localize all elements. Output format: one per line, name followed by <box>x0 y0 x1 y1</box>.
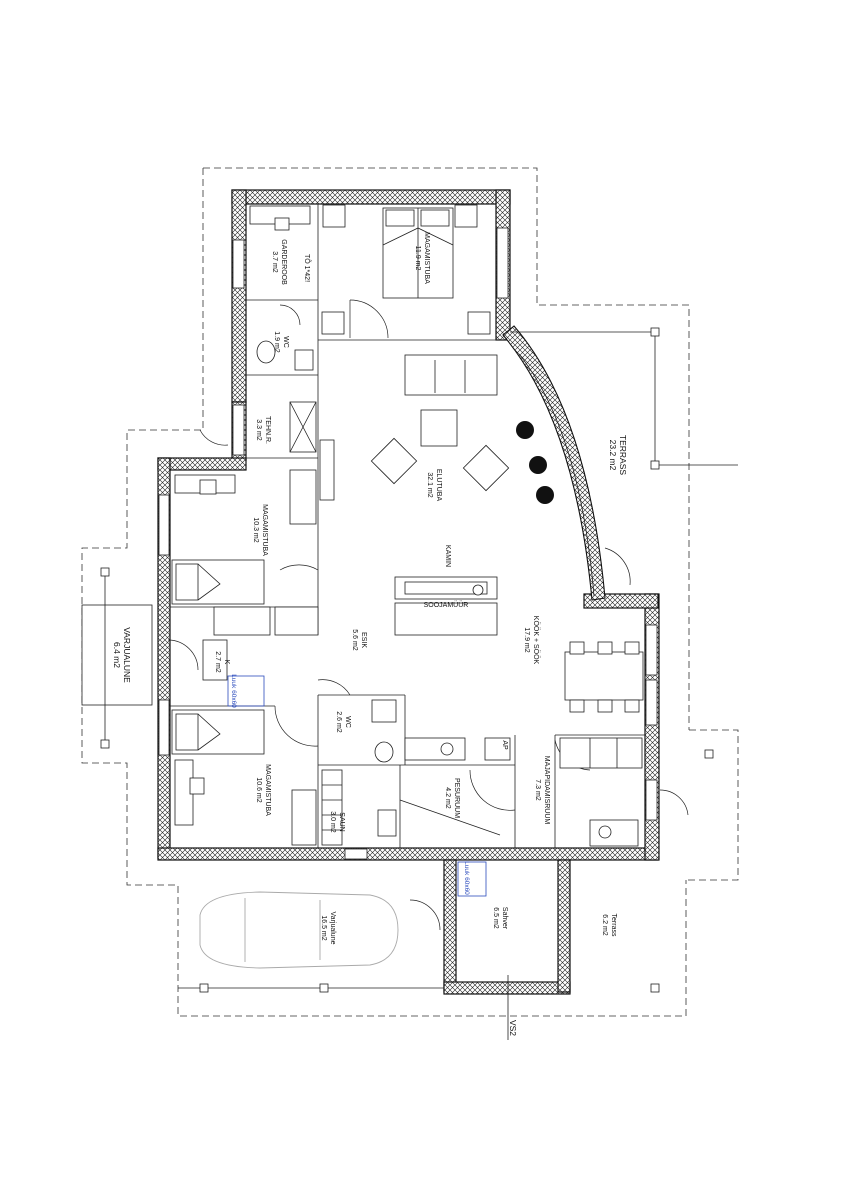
bed-top <box>321 204 491 335</box>
magamistuba-bottom-area: 10.6 m2 <box>255 777 262 802</box>
label-magamistuba-top: MAGAMISTUBA 11.9 m2 <box>414 232 430 284</box>
label-wc-mid: WC 2.6 m2 <box>335 711 351 733</box>
wc-mid-area: 2.6 m2 <box>335 711 342 733</box>
sofa <box>370 354 510 492</box>
tehn-area: 3.3 m2 <box>255 419 262 441</box>
label-saun: SAUN 3.0 m2 <box>329 811 345 833</box>
luuk-bottom-text: Luuk 60x60 <box>463 861 470 895</box>
tehn-name: TEHN.R. <box>264 416 271 444</box>
bottom-carport-frame <box>178 975 660 1040</box>
label-elutuba: ELUTUBA 32.1 m2 <box>426 469 442 502</box>
pesuruum-area: 4.2 m2 <box>444 787 451 809</box>
elutuba-name: ELUTUBA <box>435 469 442 502</box>
magamistuba-top-name: MAGAMISTUBA <box>423 232 430 284</box>
label-terrass-right: TERRASS 23.2 m2 <box>608 435 628 475</box>
label-sahver: Sahver 6.5 m2 <box>492 907 508 930</box>
label-section: VS2 <box>508 1020 518 1036</box>
terrass-bottom-area: 6.2 m2 <box>601 914 608 936</box>
doors <box>167 299 689 931</box>
label-wc-top: WC 1.9 m2 <box>273 331 289 353</box>
varjualune-left-area: 6.4 m2 <box>112 642 122 668</box>
label-luuk-left: Luuk 60x60 <box>230 674 237 708</box>
label-magamistuba-left: MAGAMISTUBA 10.3 m2 <box>252 504 268 556</box>
wc-top-fixtures <box>256 340 314 371</box>
esik-area: 5.6 m2 <box>351 629 358 651</box>
magamistuba-left-name: MAGAMISTUBA <box>261 504 268 556</box>
garderoob-area: 3.7 m2 <box>271 251 278 273</box>
label-pesuruum: PESURUUM 4.2 m2 <box>444 778 460 818</box>
label-esik: ESIK 5.6 m2 <box>351 629 367 651</box>
windows <box>158 227 658 860</box>
label-kamin: KAMIN <box>444 545 451 567</box>
bed-bottom <box>171 709 317 846</box>
magamistuba-bottom-name: MAGAMISTUBA <box>264 764 271 816</box>
garderoob-name: GARDEROOB <box>280 239 287 285</box>
varjualune-left-name: VARJUALUNE <box>122 627 132 683</box>
elutuba-area: 32.1 m2 <box>426 472 433 497</box>
terrass-right-area: 23.2 m2 <box>608 440 618 471</box>
luuk-box-left <box>227 675 265 707</box>
to-name: TÕ 1*42! <box>303 254 312 282</box>
magamistuba-left-area: 10.3 m2 <box>252 517 259 542</box>
label-luuk-bottom: Luuk 60x60 <box>463 861 470 895</box>
label-majapidamis: MAJAPIDAMISRUUM 7.3 m2 <box>534 756 550 825</box>
sahver-area: 6.5 m2 <box>492 907 499 929</box>
plants <box>516 421 554 504</box>
majapidamis-name: MAJAPIDAMISRUUM <box>543 756 550 825</box>
pesuruum-name: PESURUUM <box>453 778 460 818</box>
label-garderoob: GARDEROOB 3.7 m2 <box>271 239 287 285</box>
car <box>199 891 399 969</box>
luuk-left-text: Luuk 60x60 <box>230 674 237 708</box>
magamistuba-top-area: 11.9 m2 <box>414 246 421 271</box>
majapidamis-area: 7.3 m2 <box>534 779 541 801</box>
section-marker: VS2 <box>508 1020 518 1036</box>
kitchen-table <box>564 641 644 713</box>
kook-area: 17.9 m2 <box>523 627 530 652</box>
terrass-right-name: TERRASS <box>618 435 628 475</box>
label-kook: KÖÖK + SÖÖK 17.9 m2 <box>523 616 540 665</box>
kamin-name: KAMIN <box>444 545 451 567</box>
roof-outline <box>81 167 739 1017</box>
terrass-bottom-name: Terrass <box>610 914 617 937</box>
fireplace <box>394 576 498 636</box>
label-terrass-bottom: Terrass 6.2 m2 <box>601 914 617 937</box>
utility-fixtures <box>559 737 643 847</box>
wc-top-name: WC <box>282 336 289 348</box>
ap-marker: AP <box>501 740 508 750</box>
left-carport-frame <box>81 567 153 749</box>
saun-area: 3.0 m2 <box>329 811 336 833</box>
technical-room <box>289 401 335 501</box>
sauna-benches <box>321 769 397 846</box>
soojamuur-name: SOOJAMÜÜR <box>424 601 469 609</box>
laundry-fixtures <box>399 737 511 836</box>
label-tehn: TEHN.R. 3.3 m2 <box>255 416 271 444</box>
label-varjualune-left: VARJUALUNE 6.4 m2 <box>112 627 132 683</box>
label-varjualune-bottom: Varjualune 16.5 m2 <box>320 912 336 945</box>
k-small-name: K <box>223 660 230 665</box>
label-to: TÕ 1*42! <box>303 254 312 282</box>
bed-left <box>171 469 317 605</box>
esik-name: ESIK <box>360 632 367 648</box>
wc-top-area: 1.9 m2 <box>273 331 280 353</box>
wardrobe <box>249 205 311 231</box>
kitchen-counter <box>202 606 319 681</box>
label-ap: AP <box>501 740 508 750</box>
k-small-area: 2.7 m2 <box>214 651 221 673</box>
luuk-box-bottom <box>457 861 487 897</box>
varjualune-bottom-name: Varjualune <box>329 912 336 945</box>
varjualune-bottom-area: 16.5 m2 <box>320 915 327 940</box>
saun-name: SAUN <box>338 812 345 831</box>
label-k-small: K 2.7 m2 <box>214 651 230 673</box>
wc-mid-fixtures <box>371 699 397 763</box>
kook-name: KÖÖK + SÖÖK <box>532 616 540 665</box>
right-terrace-frame <box>510 327 738 759</box>
wc-mid-name: WC <box>344 716 351 728</box>
sahver-name: Sahver <box>501 907 508 930</box>
label-magamistuba-bottom: MAGAMISTUBA 10.6 m2 <box>255 764 271 816</box>
